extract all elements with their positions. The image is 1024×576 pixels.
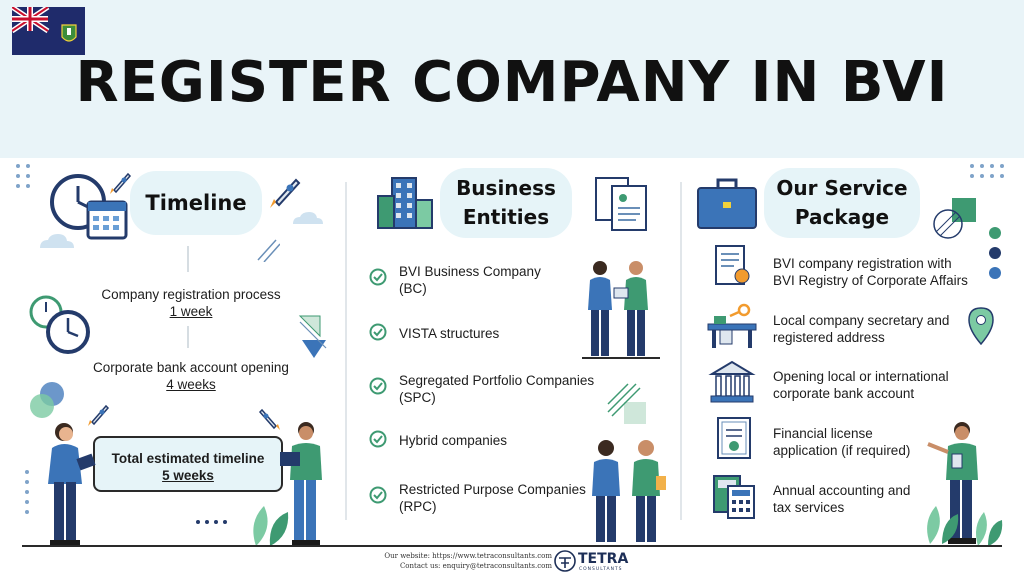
brand-name: TETRA xyxy=(578,551,629,567)
service-item-line: registered address xyxy=(773,330,885,345)
handshake-people-illustration xyxy=(582,261,660,359)
handshake-people-illustration xyxy=(592,440,666,542)
tetra-logo-icon xyxy=(554,550,576,572)
office-building-icon xyxy=(377,177,433,229)
woman-with-tablet-illustration xyxy=(48,423,96,546)
service-item: BVI company registration with BVI Regist… xyxy=(773,255,998,289)
service-item-line: corporate bank account xyxy=(773,386,915,401)
total-timeline-box xyxy=(93,436,283,492)
timeline-heading: Timeline xyxy=(130,171,262,235)
entity-item-line: Hybrid companies xyxy=(399,433,508,448)
entity-item-line: BVI Business Company xyxy=(399,264,541,279)
entity-item: Segregated Portfolio Companies (SPC) xyxy=(399,372,609,406)
brand-subtitle: CONSULTANTS xyxy=(579,567,623,572)
service-item-line: application (if required) xyxy=(773,443,911,458)
briefcase-icon xyxy=(697,178,757,229)
service-item-line: BVI Registry of Corporate Affairs xyxy=(773,273,968,288)
shapes-decoration-icon xyxy=(933,198,976,239)
entity-item: Restricted Purpose Companies (RPC) xyxy=(399,481,599,515)
entity-item-line: Restricted Purpose Companies xyxy=(399,482,586,497)
location-pin-icon xyxy=(968,307,994,346)
heading-line: Business xyxy=(456,176,556,200)
check-icon xyxy=(369,486,387,504)
service-item-line: tax services xyxy=(773,500,845,515)
plant-leaves-icon xyxy=(976,512,1003,546)
column-divider xyxy=(680,182,682,520)
check-icon xyxy=(369,430,387,448)
check-icon xyxy=(369,323,387,341)
cloud-icon xyxy=(40,234,74,248)
bank-icon xyxy=(708,360,756,403)
heading-line: Entities xyxy=(462,205,550,229)
service-item: Financial license application (if requir… xyxy=(773,425,973,459)
service-item-line: Annual accounting and xyxy=(773,483,911,498)
timeline-connector xyxy=(187,326,189,348)
total-timeline-value: 5 weeks xyxy=(162,468,214,483)
entity-item-line: Segregated Portfolio Companies xyxy=(399,373,595,388)
documents-icon xyxy=(595,177,647,231)
dots-decoration-icon xyxy=(16,164,30,188)
calculator-icon xyxy=(713,475,755,519)
entity-item-line: (RPC) xyxy=(399,499,437,514)
man-with-phone-illustration xyxy=(927,422,978,544)
timeline-item-value: 4 weeks xyxy=(166,377,216,392)
license-document-icon xyxy=(717,417,751,459)
service-item-line: Opening local or international xyxy=(773,369,949,384)
dots-decoration-icon xyxy=(25,470,29,514)
service-package-heading: Our Service Package xyxy=(764,168,920,238)
clocks-icon xyxy=(29,295,90,354)
plant-leaves-icon xyxy=(253,506,289,546)
service-item-line: BVI company registration with xyxy=(773,256,952,271)
dots-decoration-icon xyxy=(970,164,1004,178)
plant-leaves-icon xyxy=(927,506,959,544)
dots-decoration-icon xyxy=(989,227,1001,279)
man-with-tablet-illustration xyxy=(280,422,322,546)
timeline-item-label: Corporate bank account opening xyxy=(93,360,289,375)
bvi-flag-icon xyxy=(12,7,85,55)
shapes-decoration-icon xyxy=(298,315,327,358)
entity-item-line: VISTA structures xyxy=(399,326,500,341)
dots-decoration-icon xyxy=(196,520,227,524)
rocket-icon xyxy=(270,178,301,208)
service-item-line: Financial license xyxy=(773,426,873,441)
entity-item-line: (BC) xyxy=(399,281,427,296)
entity-item-line: (SPC) xyxy=(399,390,436,405)
service-item: Local company secretary and registered a… xyxy=(773,312,968,346)
hatch-decoration-icon xyxy=(607,383,646,424)
column-divider xyxy=(345,182,347,520)
check-icon xyxy=(369,377,387,395)
rocket-icon xyxy=(88,404,110,426)
desk-key-icon xyxy=(707,303,757,348)
hatch-decoration-icon xyxy=(257,239,280,262)
entity-item: Hybrid companies xyxy=(399,432,589,449)
service-item-line: Local company secretary and xyxy=(773,313,950,328)
total-timeline-label: Total estimated timeline xyxy=(111,451,265,466)
rocket-icon xyxy=(110,172,132,194)
rocket-icon xyxy=(258,408,280,430)
timeline-item-value: 1 week xyxy=(169,304,213,319)
ground-line xyxy=(22,545,1002,547)
entity-item: VISTA structures xyxy=(399,325,589,342)
service-item: Annual accounting and tax services xyxy=(773,482,973,516)
cloud-icon xyxy=(293,212,323,224)
heading-line: Our Service xyxy=(776,176,908,200)
circles-decoration-icon xyxy=(30,382,64,418)
timeline-item-label: Company registration process xyxy=(101,287,281,302)
footer-contact[interactable]: Contact us: enquiry@tetraconsultants.com xyxy=(399,562,552,570)
header-banner xyxy=(0,0,1024,158)
page-title: REGISTER COMPANY IN BVI xyxy=(75,50,949,115)
timeline-connector xyxy=(187,246,189,272)
business-entities-heading: Business Entities xyxy=(440,168,572,238)
clock-calendar-icon xyxy=(50,174,128,240)
heading-line: Package xyxy=(794,205,890,229)
certificate-icon xyxy=(715,245,750,285)
check-icon xyxy=(369,268,387,286)
footer-website[interactable]: Our website: https://www.tetraconsultant… xyxy=(384,552,552,560)
service-item: Opening local or international corporate… xyxy=(773,368,973,402)
entity-item: BVI Business Company (BC) xyxy=(399,263,589,297)
